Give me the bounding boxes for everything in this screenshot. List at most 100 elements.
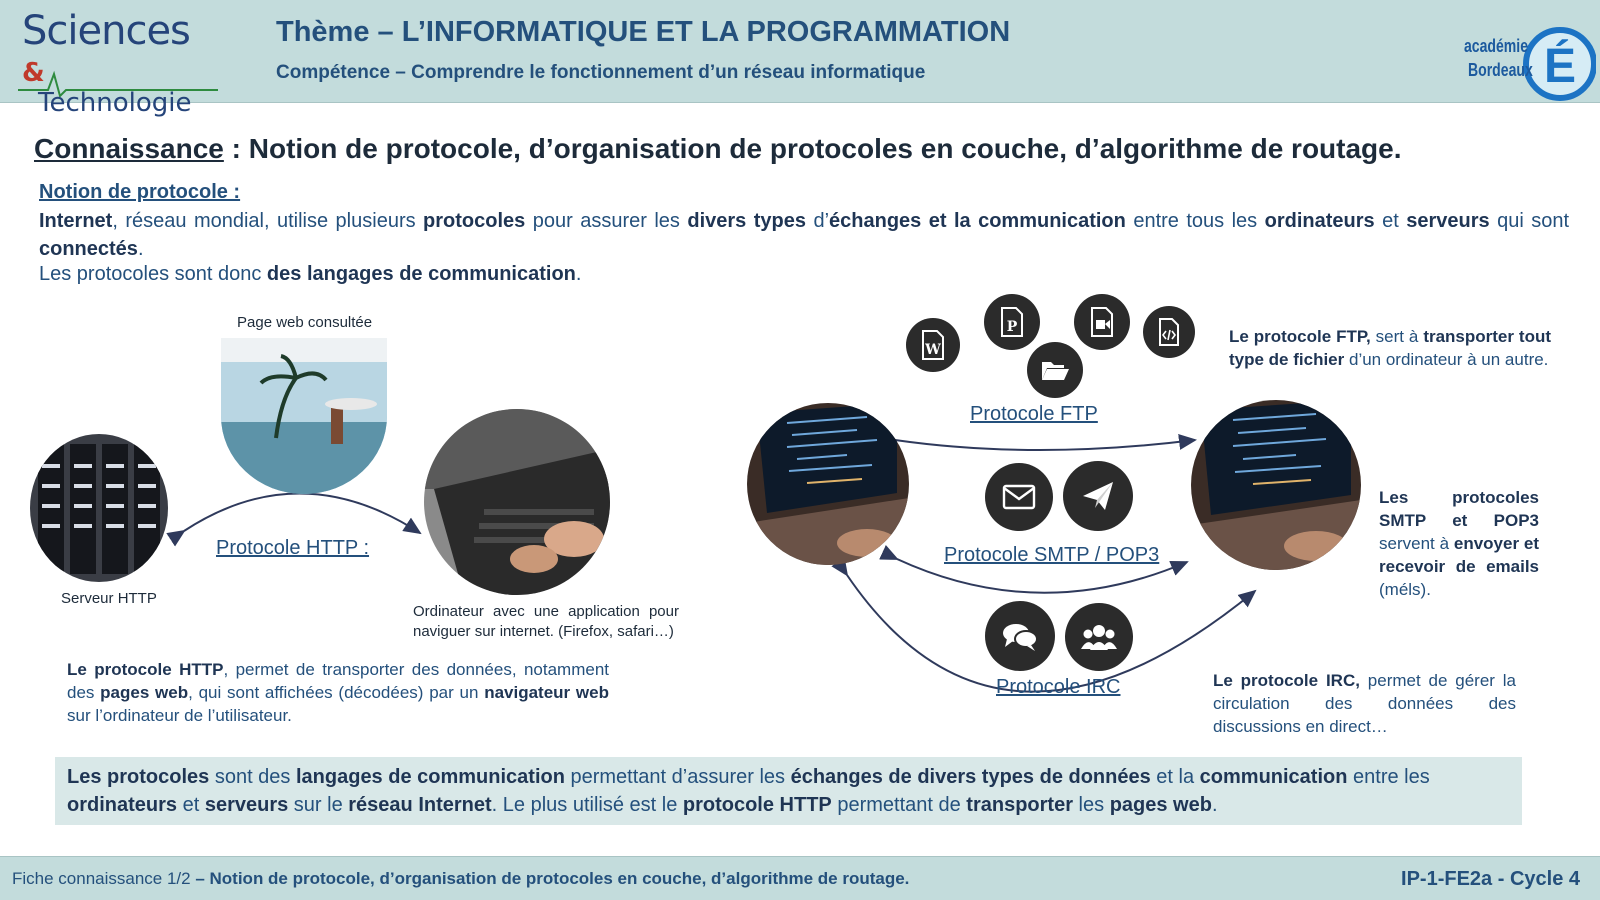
text-run: et xyxy=(1374,210,1407,232)
text-run: d’un ordinateur à un autre. xyxy=(1344,350,1549,369)
footer-banner: Fiche connaissance 1/2 – Notion de proto… xyxy=(0,856,1600,900)
header-banner: Sciences & Technologie Thème – L’INFORMA… xyxy=(0,0,1600,118)
chat-bubbles-icon xyxy=(985,601,1055,671)
text-run: entre les xyxy=(1347,766,1430,788)
svg-text:W: W xyxy=(924,342,941,358)
text-run: entre tous les xyxy=(1125,210,1265,232)
text-run: transporter xyxy=(966,794,1073,816)
text-run: langages de communication xyxy=(295,766,565,788)
text-run: navigateur web xyxy=(484,683,609,702)
knowledge-title: Connaissance : Notion de protocole, d’or… xyxy=(34,133,1402,165)
academy-letter: É xyxy=(1544,39,1576,93)
ftp-arrow xyxy=(878,429,1197,451)
text-run: Le protocole FTP, xyxy=(1229,327,1371,346)
sciences-technologie-logo: Sciences & Technologie xyxy=(18,8,218,118)
powerpoint-file-icon: P xyxy=(984,294,1040,350)
text-run: . xyxy=(575,263,582,285)
text-run: et la xyxy=(1150,766,1200,788)
text-run: permet de gérer la circulation des donné… xyxy=(1213,671,1516,736)
text-run: serveurs xyxy=(1406,210,1490,232)
academy-line1: académie xyxy=(1464,36,1529,56)
summary-box: Les protocoles sont des langages de comm… xyxy=(55,757,1522,825)
text-run: qui sont xyxy=(1489,210,1570,232)
ftp-description: Le protocole FTP, sert à transporter tou… xyxy=(1229,325,1551,371)
irc-description: Le protocole IRC, permet de gérer la cir… xyxy=(1213,669,1516,738)
http-protocol-label: Protocole HTTP : xyxy=(216,537,370,559)
text-run: serveurs xyxy=(204,794,289,816)
text-run: les xyxy=(1073,794,1110,816)
knowledge-text: : Notion de protocole, d’organisation de… xyxy=(223,133,1402,164)
text-run: divers types xyxy=(687,210,806,232)
web-page-image xyxy=(221,338,387,494)
text-run: protocole HTTP xyxy=(682,794,832,816)
footer-prefix: Fiche connaissance 1/2 xyxy=(12,869,191,888)
text-run: réseau Internet xyxy=(348,794,492,816)
envelope-icon xyxy=(985,463,1053,531)
http-arrow xyxy=(166,492,422,547)
notion-paragraph-2: Les protocoles sont donc des langages de… xyxy=(39,263,581,286)
logo-line2: Technologie xyxy=(38,88,192,118)
text-run: servent à xyxy=(1379,534,1454,553)
text-run: communication xyxy=(1199,766,1348,788)
smtp-protocol-label: Protocole SMTP / POP3 xyxy=(944,544,1160,566)
text-run: pages web xyxy=(1109,794,1212,816)
ftp-protocol-label: Protocole FTP xyxy=(970,403,1098,425)
text-run: envoyer et recevoir de emails xyxy=(1379,534,1539,576)
text-run: Les protocoles SMTP et POP3 xyxy=(1379,488,1539,530)
text-run: connectés xyxy=(39,238,138,260)
footer-left: Fiche connaissance 1/2 – Notion de proto… xyxy=(12,869,909,889)
text-run: sont des xyxy=(209,766,296,788)
notion-paragraph-1: Internet, réseau mondial, utilise plusie… xyxy=(39,207,1569,263)
academie-bordeaux-logo: É académie Bordeaux xyxy=(1460,6,1596,102)
notion-label: Notion de protocole : xyxy=(39,181,241,203)
text-run: , qui sont affichées (décodées) par un xyxy=(188,683,485,702)
code-file-icon xyxy=(1143,306,1195,358)
logo-wave-icon xyxy=(18,70,218,98)
folder-open-icon xyxy=(1027,342,1083,398)
text-run: Les protocoles xyxy=(67,766,210,788)
text-run: transporter tout type de fichier xyxy=(1229,327,1552,369)
academy-line2: Bordeaux xyxy=(1468,60,1533,80)
theme-title: Thème – L’INFORMATIQUE ET LA PROGRAMMATI… xyxy=(276,16,1011,48)
text-run: pages web xyxy=(100,683,189,702)
video-file-icon xyxy=(1074,294,1130,350)
competence-subtitle: Compétence – Comprendre le fonctionnemen… xyxy=(276,62,926,83)
academie-circle-icon: É xyxy=(1523,27,1596,101)
text-run: échanges de divers types de données xyxy=(790,766,1151,788)
knowledge-label: Connaissance xyxy=(34,133,224,164)
footer-title: – Notion de protocole, d’organisation de… xyxy=(190,869,910,888)
text-run: (méls). xyxy=(1379,580,1431,599)
irc-protocol-label: Protocole IRC xyxy=(996,676,1121,698)
page-web-caption: Page web consultée xyxy=(237,314,373,331)
text-run: , permet de transporter des données, not… xyxy=(67,660,609,702)
computer-caption: Ordinateur avec une application pour nav… xyxy=(413,603,679,640)
word-file-icon: W xyxy=(906,318,960,372)
text-run: d’ xyxy=(806,210,830,232)
text-run: Le protocole HTTP xyxy=(67,660,224,679)
logo-line1: Sciences xyxy=(22,8,191,54)
laptop-typing-image xyxy=(424,409,610,595)
paper-plane-icon xyxy=(1063,461,1133,531)
text-run: protocoles xyxy=(423,210,526,232)
footer-reference: IP-1-FE2a - Cycle 4 xyxy=(1401,868,1580,890)
logo-line2-wrap: & Technologie xyxy=(22,58,218,118)
text-run: . Le plus utilisé est le xyxy=(491,794,683,816)
text-run: . xyxy=(137,238,144,260)
text-run: . xyxy=(1211,794,1218,816)
text-run: ordinateurs xyxy=(1264,210,1375,232)
svg-text:P: P xyxy=(1007,319,1018,335)
http-description: Le protocole HTTP, permet de transporter… xyxy=(67,658,609,727)
text-run: sur l’ordinateur de l’utilisateur. xyxy=(67,706,292,725)
text-run: Le protocole IRC, xyxy=(1213,671,1360,690)
text-run: Les protocoles sont donc xyxy=(39,263,267,285)
text-run: , réseau mondial, utilise plusieurs xyxy=(112,210,424,232)
text-run: sur le xyxy=(288,794,349,816)
text-run: permettant d’assurer les xyxy=(564,766,791,788)
smtp-description: Les protocoles SMTP et POP3 servent à en… xyxy=(1379,486,1539,601)
laptop-code-right-image xyxy=(1191,400,1361,570)
text-run: sert à xyxy=(1370,327,1424,346)
users-group-icon xyxy=(1065,603,1133,671)
text-run: pour assurer les xyxy=(525,210,688,232)
text-run: et xyxy=(177,794,205,816)
text-run: des langages de communication xyxy=(266,263,576,285)
